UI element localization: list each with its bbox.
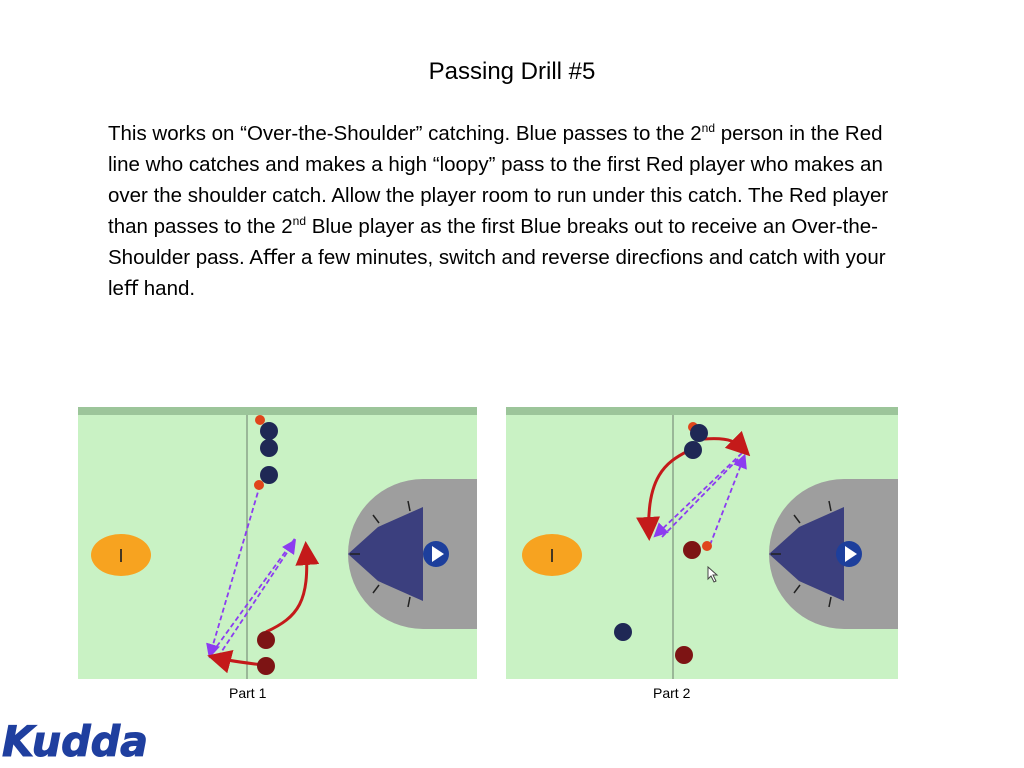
crease-ticks xyxy=(771,500,832,608)
pass-line xyxy=(661,456,741,538)
drill-description: This works on “Over-the-Shoulder” catchi… xyxy=(108,118,908,304)
drill-diagram-part-2: I xyxy=(506,407,898,679)
ball xyxy=(702,541,712,551)
slide-title: Passing Drill #5 xyxy=(428,58,596,85)
drill-diagram-part-1: I xyxy=(78,407,477,679)
ordinal-suffix-2: nd xyxy=(292,214,306,229)
kudda-logo: Kudda xyxy=(2,717,149,765)
diagram-caption-part-1: Part 1 xyxy=(229,685,267,701)
description-part-2: person in the Red line who catches and m… xyxy=(108,122,889,238)
description-part-3: Blue player as the ﬁrst Blue breaks out … xyxy=(108,215,886,300)
run-path xyxy=(636,449,689,541)
blue-player xyxy=(260,466,278,484)
center-marker-label: I xyxy=(549,546,554,566)
center-marker xyxy=(91,534,151,576)
pass-line xyxy=(653,452,743,538)
center-marker-label: I xyxy=(118,546,123,566)
goal-area xyxy=(769,507,844,601)
cursor-icon xyxy=(707,565,719,583)
description-part-1: This works on “Over-the-Shoulder” catchi… xyxy=(108,122,702,145)
red-player xyxy=(683,541,701,559)
blue-player xyxy=(614,623,632,641)
goal-arrow-icon xyxy=(845,546,857,562)
blue-player xyxy=(260,439,278,457)
ball xyxy=(255,415,265,425)
field-border xyxy=(78,407,477,415)
pass-line xyxy=(206,484,261,659)
ordinal-suffix-1: nd xyxy=(701,121,715,136)
pass-line xyxy=(217,538,296,658)
diagram-caption-part-2: Part 2 xyxy=(653,685,691,701)
run-path xyxy=(265,541,320,634)
red-player xyxy=(257,657,275,675)
blue-player xyxy=(684,441,702,459)
blue-player xyxy=(690,424,708,442)
center-marker xyxy=(522,534,582,576)
goal-arrow-icon xyxy=(432,546,444,562)
run-path xyxy=(703,430,751,457)
crease-ticks xyxy=(350,500,411,608)
ball xyxy=(254,480,264,490)
logo-text: Kudda xyxy=(2,717,148,764)
blue-player xyxy=(260,422,278,440)
goal-area xyxy=(348,507,423,601)
red-player xyxy=(675,646,693,664)
red-player xyxy=(257,631,275,649)
field-border xyxy=(506,407,898,415)
